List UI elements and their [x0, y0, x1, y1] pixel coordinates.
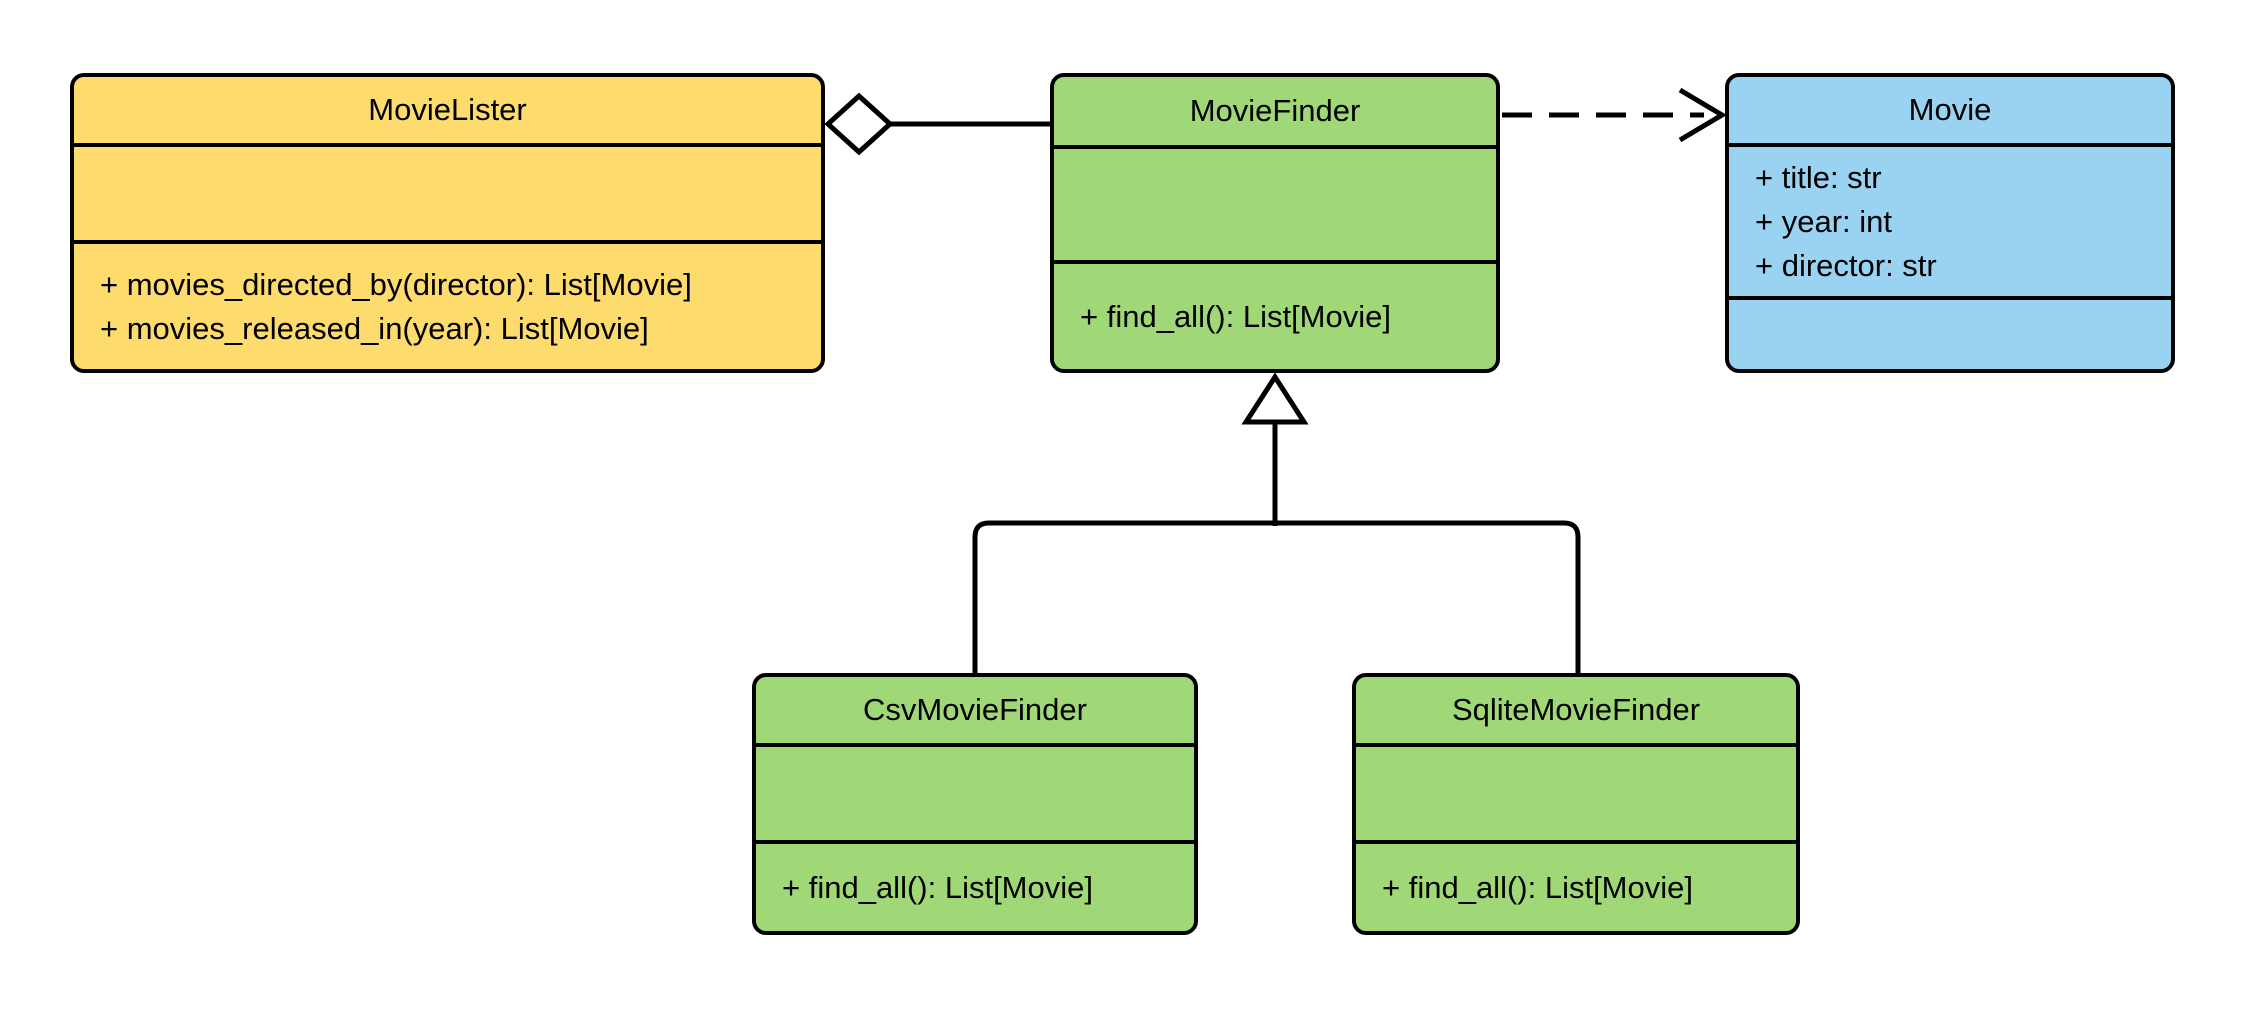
attribute-row: + year: int	[1755, 203, 1892, 239]
attributes-compartment	[74, 143, 821, 240]
attributes-compartment	[1356, 743, 1796, 840]
methods-compartment: + find_all(): List[Movie]	[1356, 840, 1796, 931]
class-csvmoviefinder: CsvMovieFinder + find_all(): List[Movie]	[752, 673, 1198, 935]
class-movielister: MovieLister + movies_directed_by(directo…	[70, 73, 825, 373]
dependency-open-arrowhead-icon	[1678, 87, 1727, 143]
attribute-row: + title: str	[1755, 159, 1882, 195]
aggregation-connector	[824, 92, 1052, 156]
method-row: + movies_released_in(year): List[Movie]	[100, 310, 649, 346]
class-movie: Movie + title: str + year: int + directo…	[1725, 73, 2175, 373]
method-row: + find_all(): List[Movie]	[782, 869, 1093, 905]
class-title-compartment: MovieFinder	[1054, 77, 1496, 145]
methods-compartment	[1729, 296, 2171, 369]
methods-compartment: + find_all(): List[Movie]	[1054, 260, 1496, 369]
aggregation-diamond-icon	[824, 92, 894, 156]
attributes-compartment	[756, 743, 1194, 840]
class-title-compartment: SqliteMovieFinder	[1356, 677, 1796, 743]
class-name: SqliteMovieFinder	[1451, 692, 1701, 727]
method-row: + find_all(): List[Movie]	[1382, 869, 1693, 905]
method-row: + movies_directed_by(director): List[Mov…	[100, 266, 692, 302]
dependency-connector	[1502, 87, 1727, 143]
class-name: MovieFinder	[1189, 93, 1361, 128]
inheritance-fork-line	[972, 520, 1581, 675]
inheritance-connector	[972, 372, 1581, 675]
class-name: Movie	[1908, 92, 1992, 127]
methods-compartment: + find_all(): List[Movie]	[756, 840, 1194, 931]
class-title-compartment: CsvMovieFinder	[756, 677, 1194, 743]
attributes-compartment	[1054, 145, 1496, 260]
attributes-compartment: + title: str + year: int + director: str	[1729, 143, 2171, 296]
class-title-compartment: MovieLister	[74, 77, 821, 143]
class-moviefinder: MovieFinder + find_all(): List[Movie]	[1050, 73, 1500, 373]
class-name: MovieLister	[368, 92, 527, 127]
attribute-row: + director: str	[1755, 247, 1937, 283]
methods-compartment: + movies_directed_by(director): List[Mov…	[74, 240, 821, 369]
class-name: CsvMovieFinder	[863, 692, 1087, 727]
method-row: + find_all(): List[Movie]	[1080, 298, 1391, 334]
class-title-compartment: Movie	[1729, 77, 2171, 143]
class-sqlitemoviefinder: SqliteMovieFinder + find_all(): List[Mov…	[1352, 673, 1800, 935]
inheritance-triangle-icon	[1241, 372, 1309, 425]
